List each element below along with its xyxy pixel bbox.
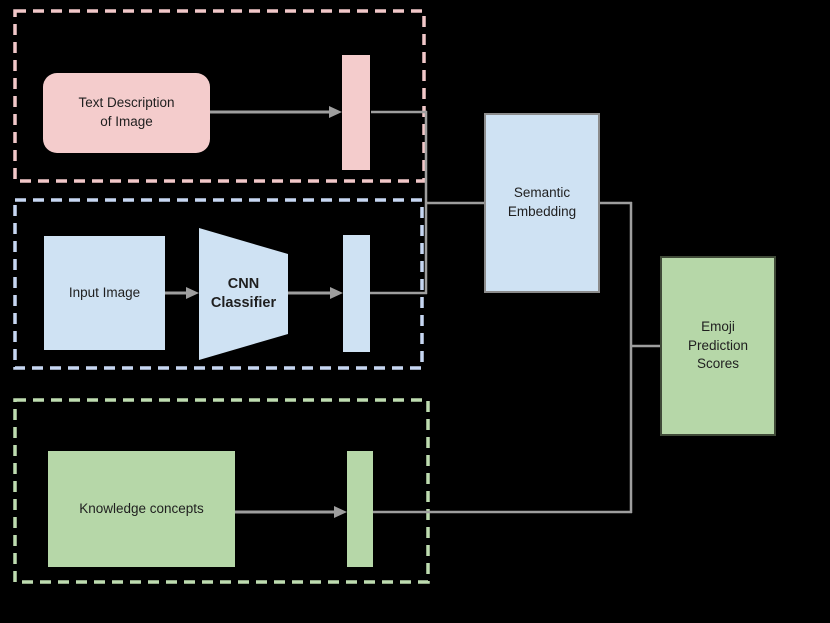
- cnn-classifier-label: CNN Classifier: [210, 276, 277, 311]
- knowledge-branch-group-box: [13, 398, 430, 584]
- text-embedding-bar: [342, 55, 370, 170]
- cnn-classifier-label-wrap: CNN Classifier: [199, 254, 288, 334]
- semantic-embedding-label: Semantic Embedding: [507, 185, 577, 219]
- arrowhead-cnn: [186, 287, 199, 299]
- image-feature-bar: [343, 235, 370, 352]
- text-description-node: Text Description of Image: [43, 73, 210, 153]
- input-image-label: Input Image: [68, 284, 141, 300]
- input-image-node: Input Image: [44, 236, 165, 350]
- cnn-classifier-shape: [199, 228, 288, 360]
- knowledge-concepts-label: Knowledge concepts: [79, 500, 204, 516]
- knowledge-feature-bar: [347, 451, 373, 567]
- arrowhead-knowledgebar: [334, 506, 347, 518]
- knowledge-concepts-node: Knowledge concepts: [48, 451, 235, 567]
- arrowhead-imagebar: [330, 287, 343, 299]
- text-branch-group-box: [13, 9, 426, 183]
- text-description-label: Text Description of Image: [78, 95, 175, 129]
- emoji-prediction-scores-node: Emoji Prediction Scores: [660, 256, 776, 436]
- arrowhead-textbar: [329, 106, 342, 118]
- image-branch-group-box: [13, 198, 424, 370]
- emoji-prediction-scores-label: Emoji Prediction Scores: [687, 318, 749, 372]
- semantic-embedding-node: Semantic Embedding: [484, 113, 600, 293]
